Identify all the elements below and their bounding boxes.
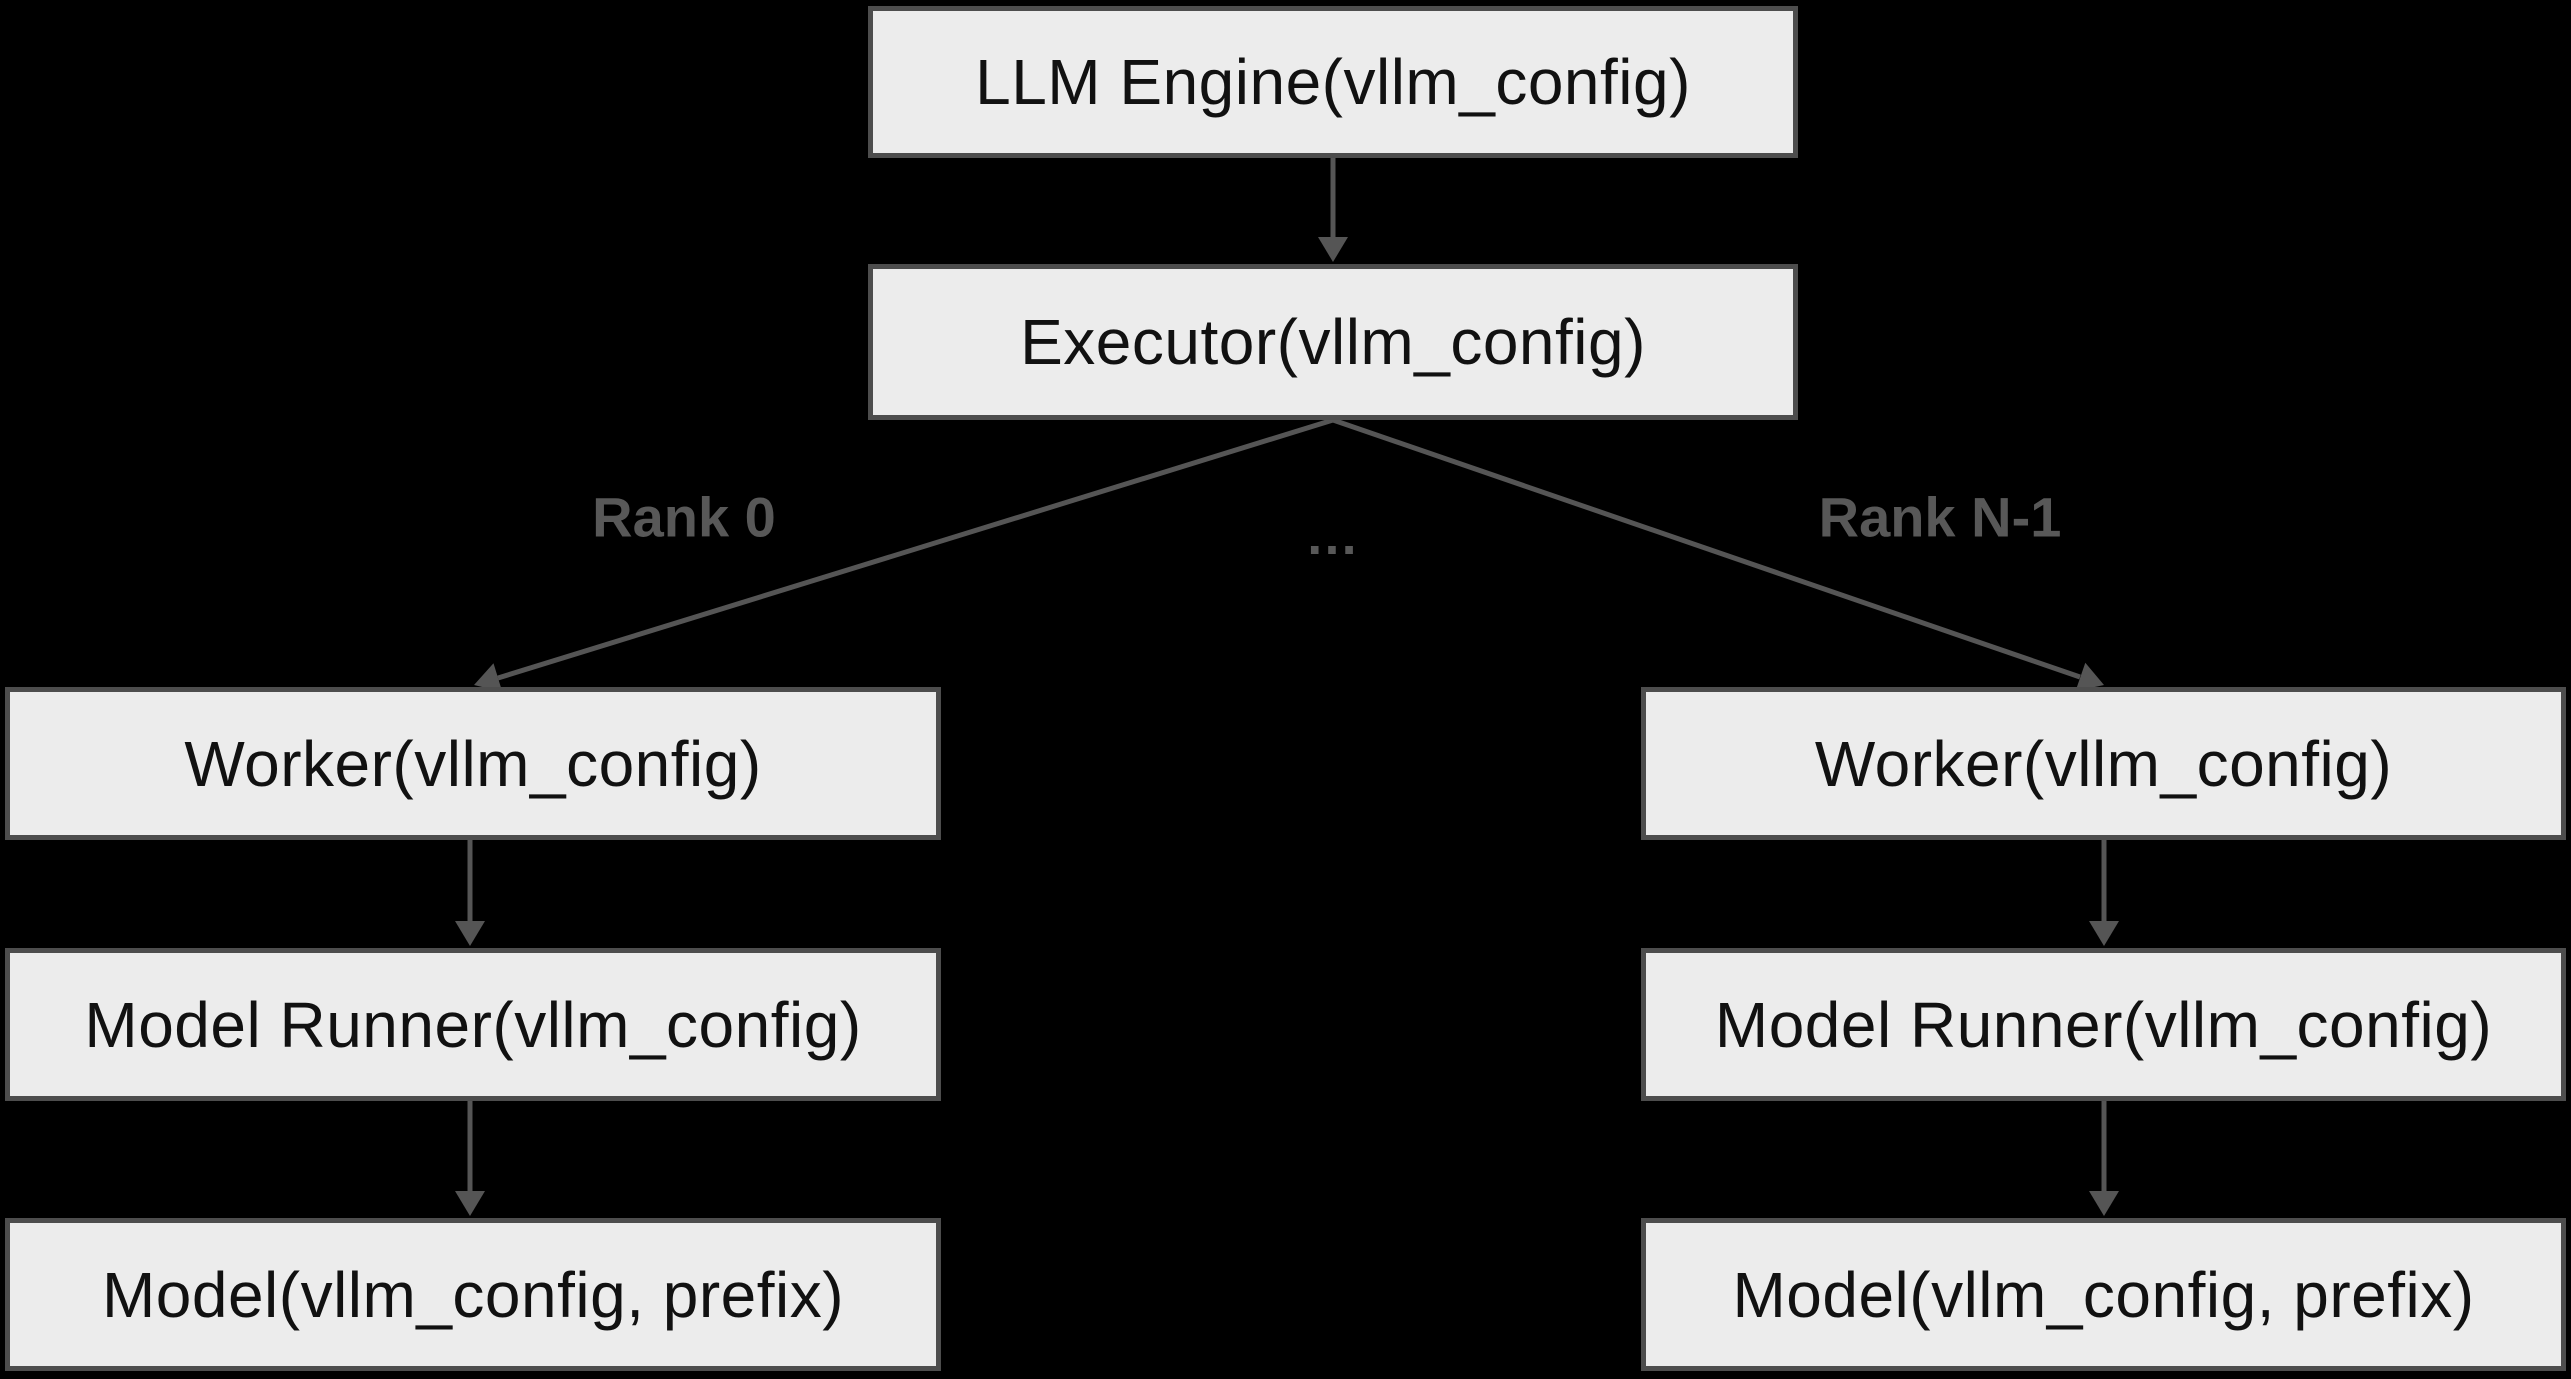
arrowhead-model-left [455,1191,485,1216]
node-model-runner-left: Model Runner(vllm_config) [5,948,941,1101]
arrowhead-worker-right [2075,662,2104,692]
edge-label-rank-n-1: Rank N-1 [1818,485,2062,549]
node-llm-engine: LLM Engine(vllm_config) [868,6,1798,158]
node-executor: Executor(vllm_config) [868,264,1798,420]
arrowhead-executor [1318,237,1348,262]
edge-executor-to-worker-left [497,417,1334,681]
node-worker-left: Worker(vllm_config) [5,687,941,840]
node-model-right: Model(vllm_config, prefix) [1641,1218,2566,1371]
edge-label-rank-0: Rank 0 [592,485,776,549]
arrowhead-runner-left [455,921,485,946]
arrowhead-runner-right [2089,921,2119,946]
arrowhead-model-right [2089,1191,2119,1216]
node-worker-right: Worker(vllm_config) [1641,687,2566,840]
edge-executor-to-worker-right [1332,417,2081,680]
node-model-runner-right: Model Runner(vllm_config) [1641,948,2566,1101]
edge-label-ellipsis: … [1305,506,1359,566]
arrowhead-worker-left [474,663,503,692]
node-model-left: Model(vllm_config, prefix) [5,1218,941,1371]
